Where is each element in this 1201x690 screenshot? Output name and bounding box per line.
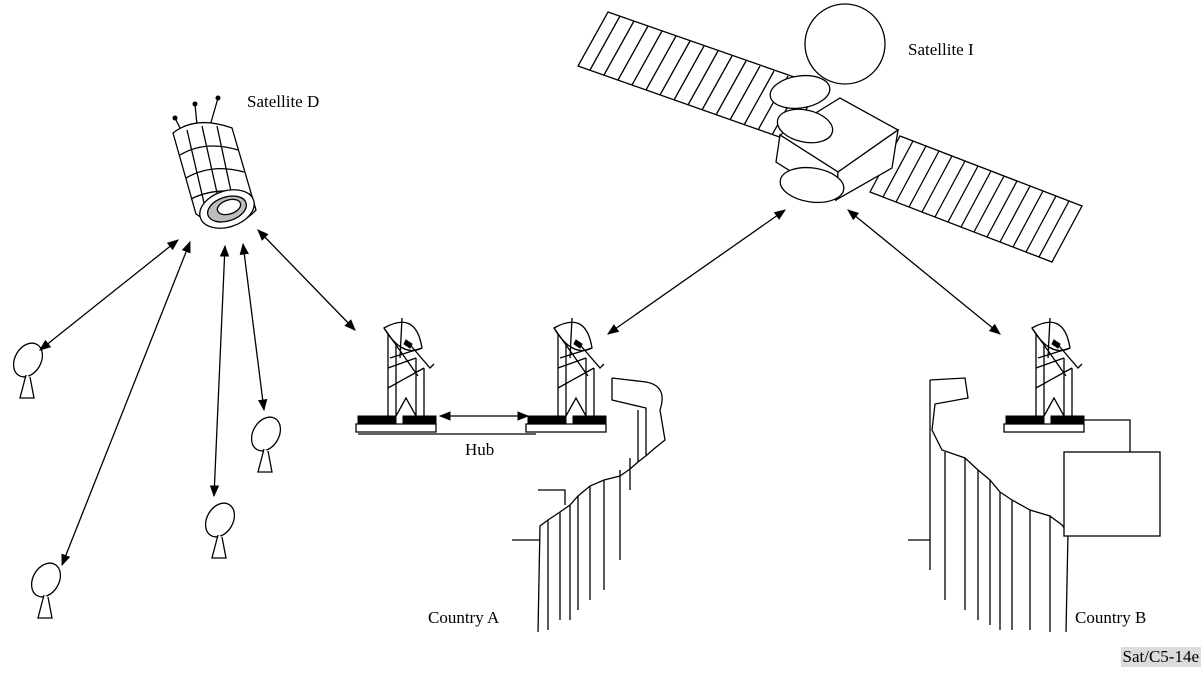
figure-reference: Sat/C5-14e xyxy=(1121,647,1201,667)
vsat-terminal-4 xyxy=(246,412,287,472)
hub-antenna-2 xyxy=(526,318,606,432)
satellite-i-label: Satellite I xyxy=(908,40,974,60)
link-arrows xyxy=(40,210,1000,565)
vsat-terminal-2 xyxy=(26,558,67,618)
equipment-box xyxy=(1064,452,1160,536)
satellite-i-icon xyxy=(578,4,1082,262)
hub-label: Hub xyxy=(465,440,494,460)
vsat-terminal-3 xyxy=(200,498,241,558)
country-b-antenna xyxy=(1004,318,1084,432)
country-b-label: Country B xyxy=(1075,608,1146,628)
satellite-d-label: Satellite D xyxy=(247,92,319,112)
hub-antenna-1 xyxy=(356,318,436,432)
vsat-terminal-1 xyxy=(8,338,49,398)
country-a-label: Country A xyxy=(428,608,499,628)
satellite-d-icon xyxy=(173,96,260,235)
